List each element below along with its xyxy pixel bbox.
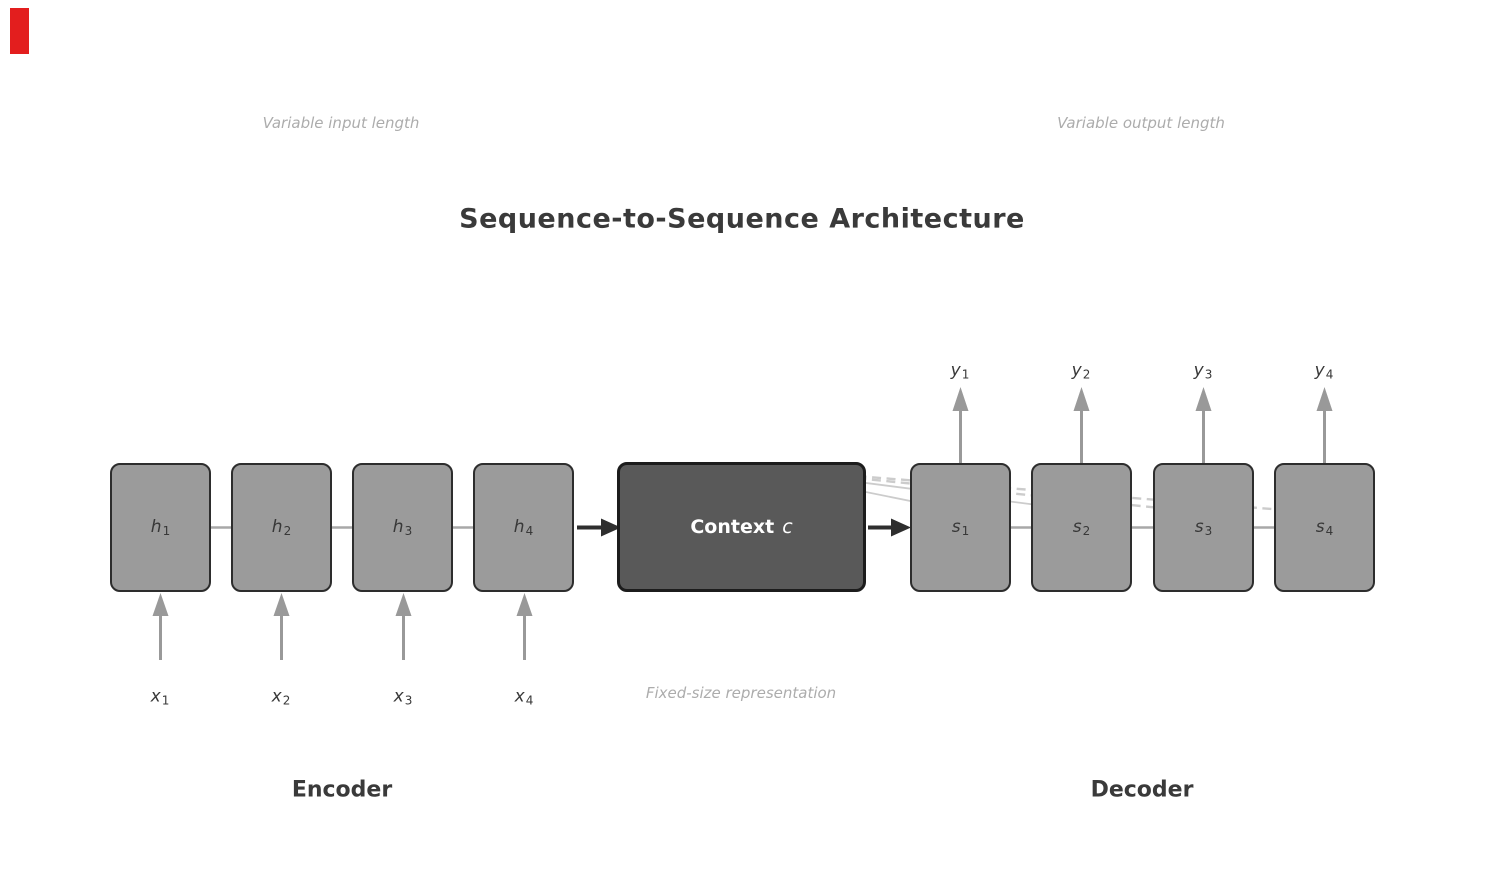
context-to-decoder-arrow xyxy=(868,518,911,537)
decoder-box-s3: s3 xyxy=(1153,463,1254,592)
output-label-y4: y4 xyxy=(1314,360,1334,382)
input-label-x4: x4 xyxy=(514,686,534,708)
decoder-unit-label: s2 xyxy=(1072,517,1091,538)
input-arrow-x2 xyxy=(273,593,290,660)
encoder-unit-label: h1 xyxy=(150,517,171,538)
decoder-unit-label: s4 xyxy=(1315,517,1334,538)
decoder-unit-label: s3 xyxy=(1194,517,1213,538)
output-label-y3: y3 xyxy=(1193,360,1213,382)
encoder-unit-label: h2 xyxy=(271,517,292,538)
output-arrow-y4 xyxy=(1316,387,1333,463)
variable-input-length-label: Variable input length xyxy=(262,114,420,132)
input-label-x1: x1 xyxy=(150,686,170,708)
decoder-section-label: Decoder xyxy=(1090,777,1194,803)
corner-marker xyxy=(10,8,29,54)
output-arrow-y2 xyxy=(1073,387,1090,463)
input-arrow-x1 xyxy=(152,593,169,660)
decoder-box-s4: s4 xyxy=(1274,463,1375,592)
input-arrow-x4 xyxy=(516,593,533,660)
input-label-x2: x2 xyxy=(271,686,291,708)
variable-output-length-label: Variable output length xyxy=(1057,114,1225,132)
encoder-box-h2: h2 xyxy=(231,463,332,592)
output-label-y2: y2 xyxy=(1071,360,1091,382)
decoder-box-s2: s2 xyxy=(1031,463,1132,592)
input-arrow-x3 xyxy=(395,593,412,660)
decoder-unit-label: s1 xyxy=(951,517,970,538)
encoder-unit-label: h3 xyxy=(392,517,413,538)
encoder-box-h1: h1 xyxy=(110,463,211,592)
encoder-box-h4: h4 xyxy=(473,463,574,592)
input-label-x3: x3 xyxy=(393,686,413,708)
encoder-section-label: Encoder xyxy=(291,777,393,803)
fixed-size-representation-label: Fixed-size representation xyxy=(645,684,837,702)
encoder-unit-label: h4 xyxy=(513,517,534,538)
output-arrow-y1 xyxy=(952,387,969,463)
output-label-y1: y1 xyxy=(950,360,970,382)
diagram-title: Sequence-to-Sequence Architecture xyxy=(459,203,1025,235)
encoder-box-h3: h3 xyxy=(352,463,453,592)
decoder-box-s1: s1 xyxy=(910,463,1011,592)
output-arrow-y3 xyxy=(1195,387,1212,463)
encoder-to-context-arrow xyxy=(577,518,621,537)
